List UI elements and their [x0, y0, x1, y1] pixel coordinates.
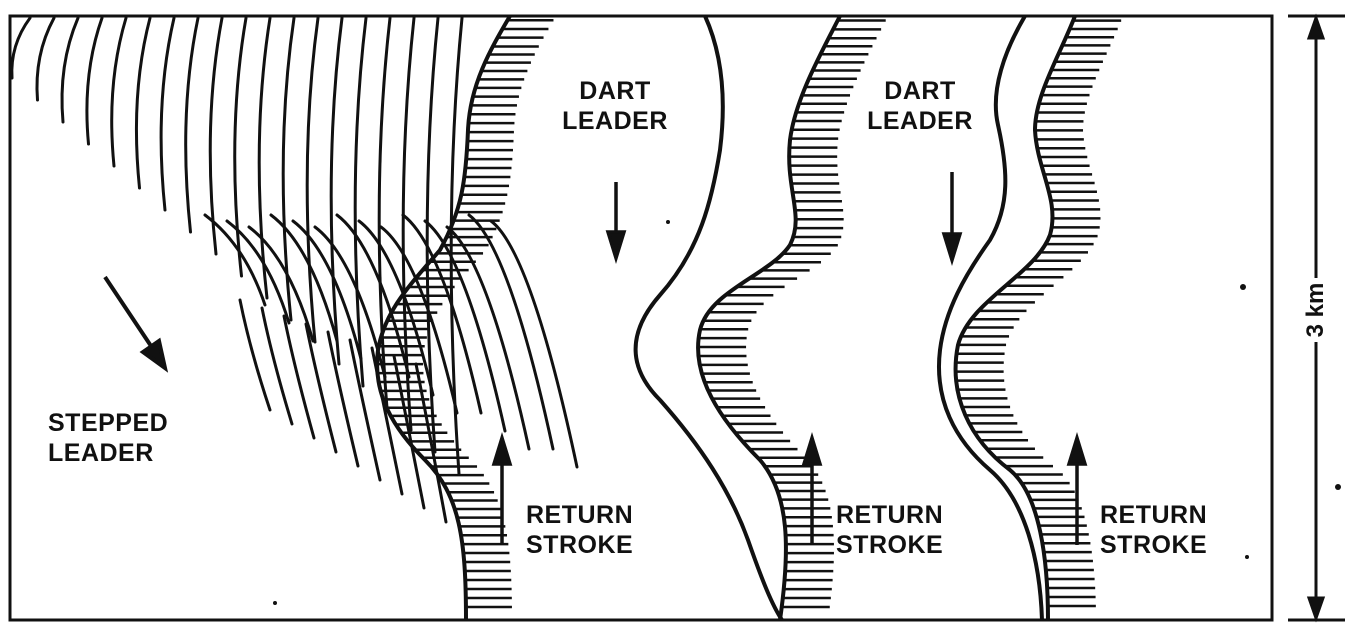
stepped-leader-arrow — [105, 277, 165, 368]
leader-branch — [355, 18, 366, 386]
return-stroke-2-label: RETURN STROKE — [836, 500, 943, 560]
dart-leader-1-line-1: DART — [540, 76, 690, 106]
leader-branch — [271, 215, 337, 341]
leader-branch — [307, 18, 318, 342]
return-stroke-1-label: RETURN STROKE — [526, 500, 633, 560]
dart-leader-2-line-1: DART — [845, 76, 995, 106]
channel-2-right-edge — [698, 16, 840, 620]
stepped-leader-line-2: LEADER — [48, 438, 168, 468]
return-stroke-1-line-1: RETURN — [526, 500, 633, 530]
scale-label: 3 km — [1302, 278, 1330, 342]
leader-branch — [87, 18, 102, 144]
return-stroke-1-line-2: STROKE — [526, 530, 633, 560]
return-stroke-3-label: RETURN STROKE — [1100, 500, 1207, 560]
return-stroke-3-line-1: RETURN — [1100, 500, 1207, 530]
leader-branch — [293, 221, 361, 359]
dart-leader-2-label: DART LEADER — [845, 76, 995, 136]
channel-1-edge — [377, 16, 510, 620]
dart-leader-1-label: DART LEADER — [540, 76, 690, 136]
leader-branch — [331, 18, 342, 364]
leader-branch — [379, 18, 390, 408]
return-stroke-2-line-2: STROKE — [836, 530, 943, 560]
leader-branch — [210, 18, 222, 254]
leader-branch — [37, 18, 54, 100]
leader-branch — [136, 18, 150, 188]
leader-branch — [12, 18, 30, 78]
leader-branch — [112, 18, 126, 166]
stepped-leader-line-1: STEPPED — [48, 408, 168, 438]
dart-leader-1-arrow — [608, 182, 624, 258]
return-stroke-3-line-2: STROKE — [1100, 530, 1207, 560]
leader-branch — [240, 300, 270, 410]
stepped-leader-label: STEPPED LEADER — [48, 408, 168, 468]
leader-branch — [186, 18, 198, 232]
leader-branch — [62, 18, 78, 122]
dart-leader-1-line-2: LEADER — [540, 106, 690, 136]
leader-branch — [161, 18, 174, 210]
dart-leader-2-arrow — [944, 172, 960, 260]
return-stroke-1-arrow — [494, 438, 510, 545]
dart-leader-2-line-2: LEADER — [845, 106, 995, 136]
leader-branch — [262, 308, 292, 424]
return-stroke-2-line-1: RETURN — [836, 500, 943, 530]
